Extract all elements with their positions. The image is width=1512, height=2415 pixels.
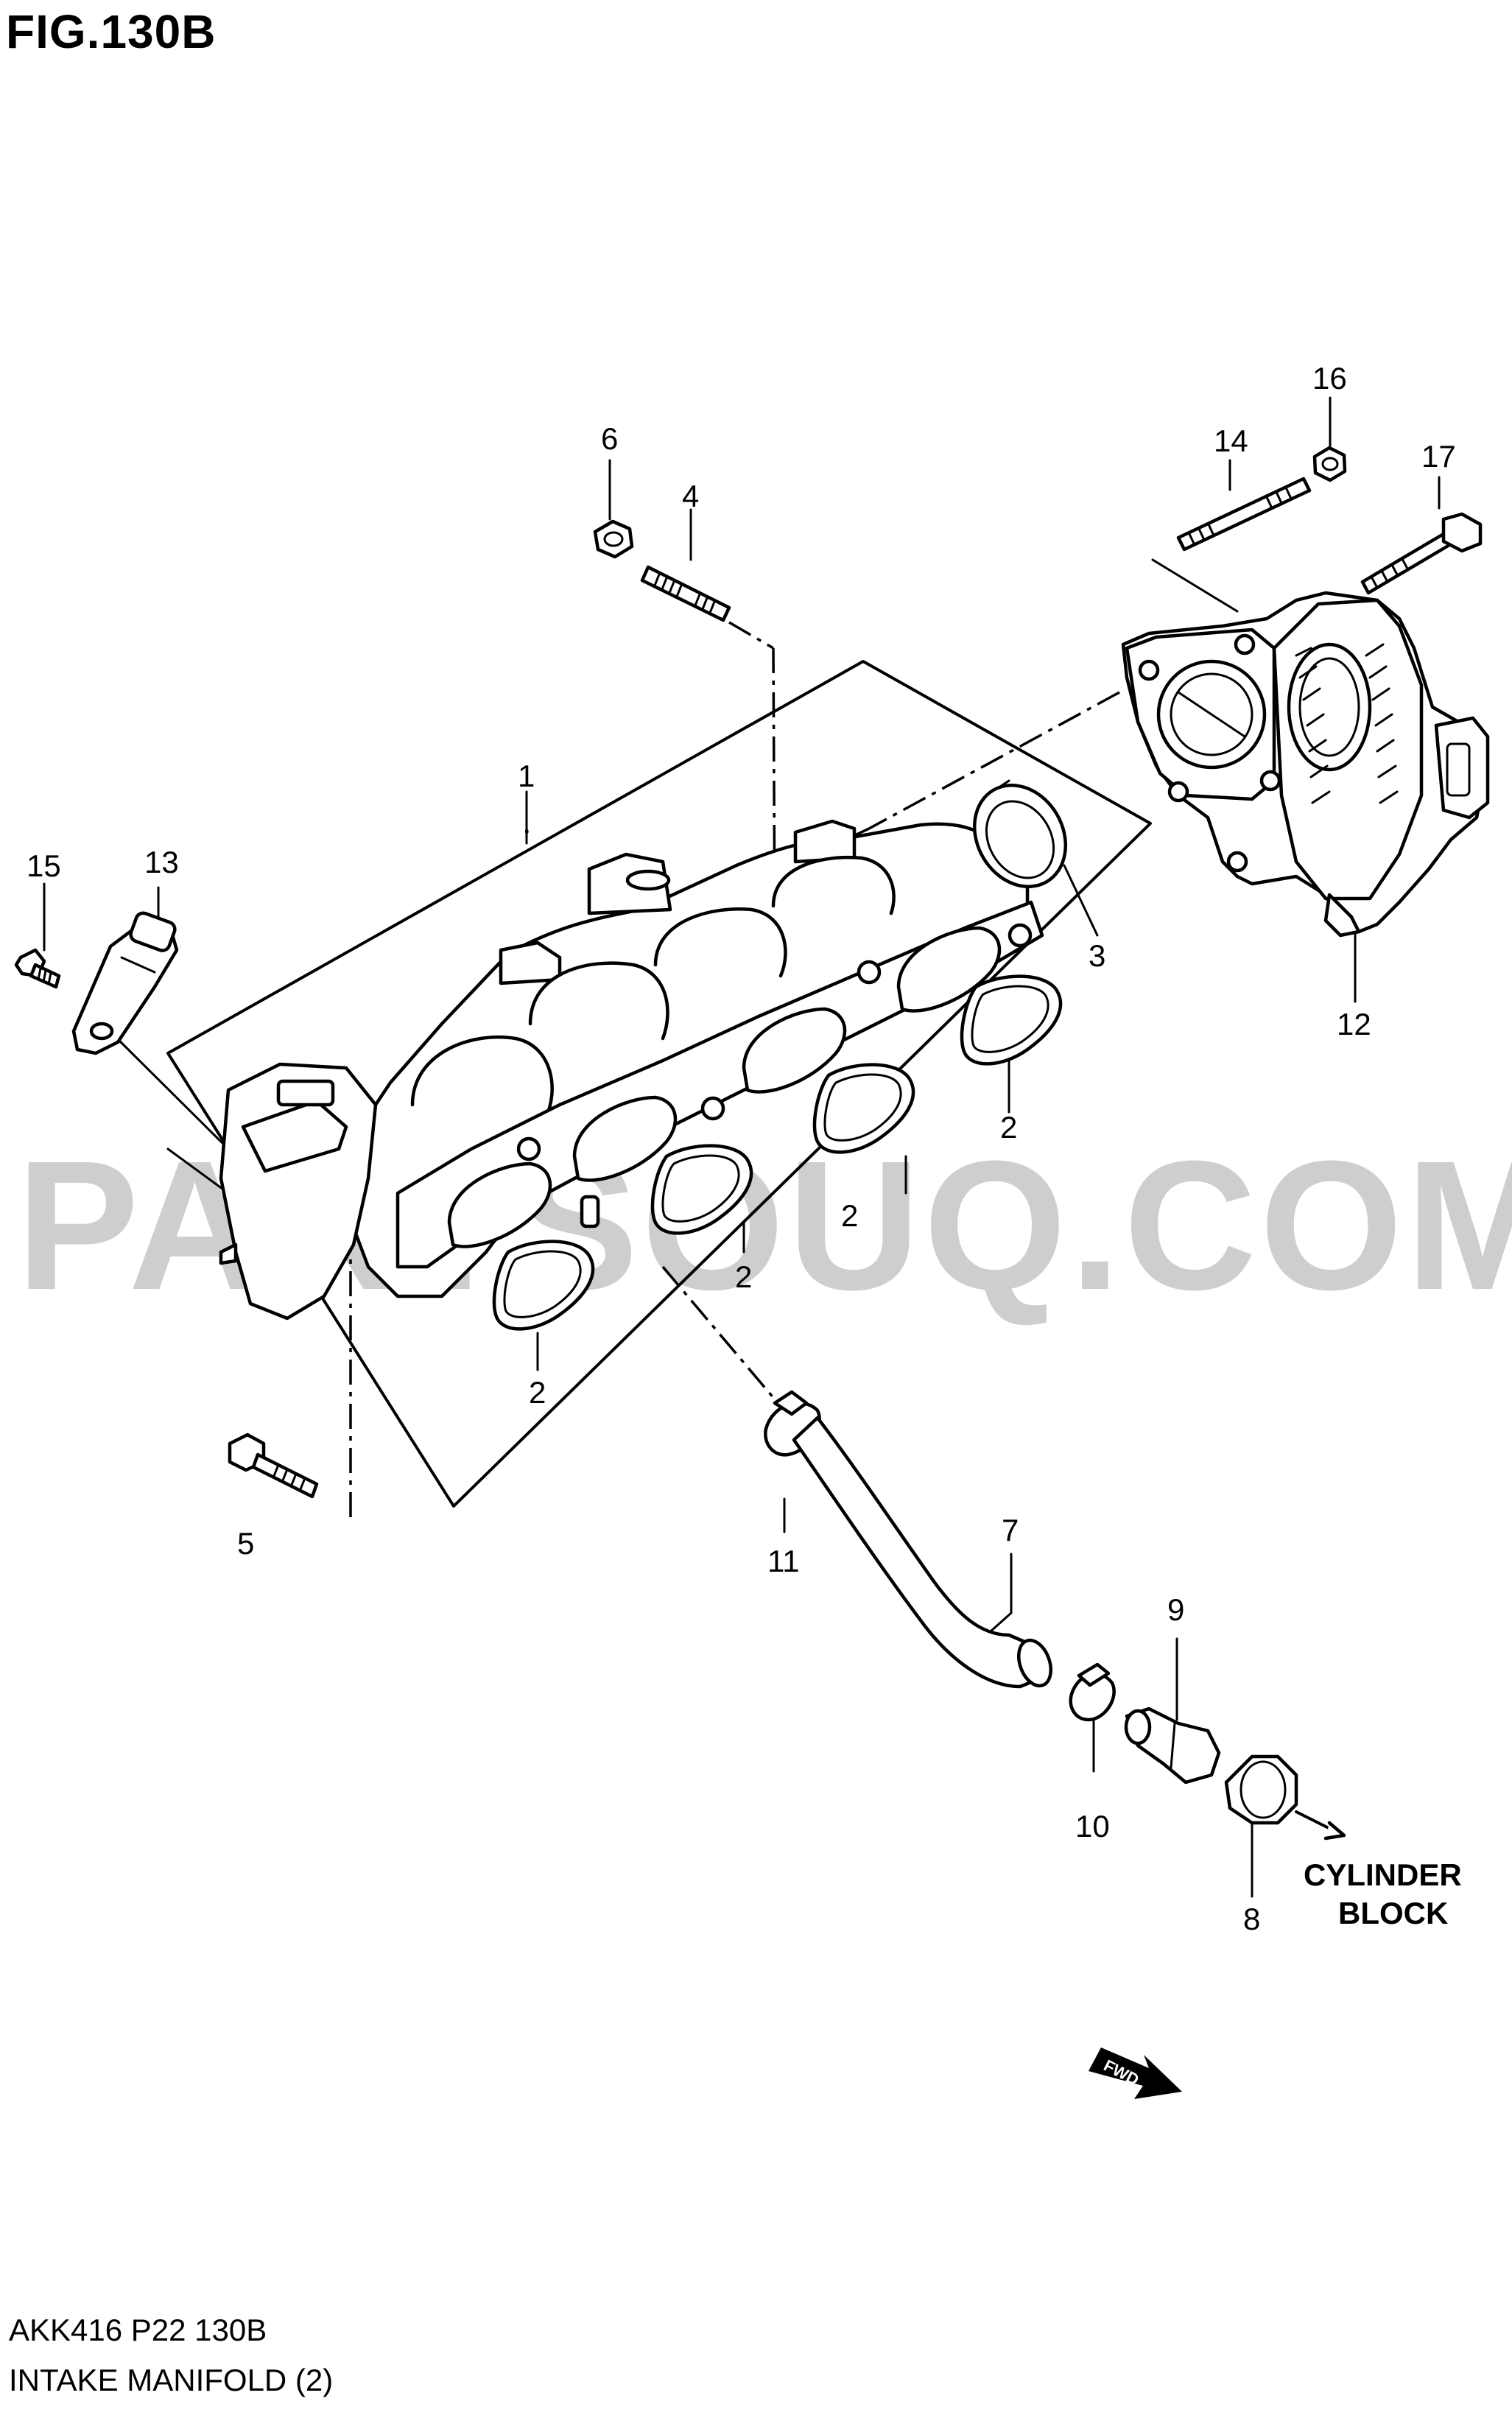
hose-7 — [792, 1416, 1052, 1689]
callout-8: 8 — [1243, 1902, 1260, 1936]
callout-6: 6 — [601, 421, 618, 456]
bolt-17 — [1360, 512, 1483, 595]
bolt-5 — [228, 1433, 319, 1499]
intake-gasket-4 — [492, 1240, 595, 1331]
grommet-8 — [1224, 1754, 1298, 1825]
callout-5: 5 — [237, 1526, 254, 1561]
callout-9: 9 — [1167, 1592, 1184, 1627]
callout-1: 1 — [518, 759, 535, 793]
cylinder-block-label-line2: BLOCK — [1338, 1896, 1448, 1930]
callout-10: 10 — [1075, 1809, 1110, 1843]
nut-16 — [1312, 446, 1347, 482]
callout-2-c: 2 — [735, 1259, 752, 1294]
callout-17: 17 — [1421, 439, 1456, 474]
fwd-arrow-icon: FWD — [1089, 2047, 1182, 2099]
callout-3: 3 — [1089, 938, 1105, 973]
callout-13: 13 — [144, 845, 179, 879]
callout-12: 12 — [1337, 1007, 1371, 1041]
sensor — [71, 911, 179, 1055]
footer-diagram-name: INTAKE MANIFOLD (2) — [9, 2363, 334, 2397]
callout-2-a: 2 — [1000, 1110, 1017, 1145]
union-9 — [1124, 1706, 1221, 1785]
callout-11: 11 — [767, 1544, 800, 1578]
stud-bolt-4 — [640, 565, 731, 622]
cylinder-block-arrow — [1295, 1810, 1346, 1841]
cylinder-block-label-line1: CYLINDER — [1304, 1857, 1462, 1892]
throttle-body-gasket — [972, 779, 1068, 889]
assembly-outline — [166, 660, 1152, 1508]
nut-6 — [593, 519, 634, 559]
callout-2-d: 2 — [529, 1375, 546, 1410]
figure-title: FIG.130B — [6, 5, 217, 58]
intake-gasket-3 — [650, 1144, 753, 1235]
intake-gasket-2 — [812, 1063, 915, 1154]
footer-diagram-code: AKK416 P22 130B — [9, 2313, 267, 2347]
hose-clamp-10 — [1069, 1662, 1116, 1722]
callout-7: 7 — [1002, 1513, 1019, 1547]
callout-4: 4 — [682, 479, 699, 513]
throttle-body — [1121, 591, 1490, 938]
bolt-15 — [14, 948, 61, 989]
callout-2-b: 2 — [841, 1198, 858, 1233]
stud-bolt-14 — [1176, 477, 1312, 552]
callout-16: 16 — [1312, 361, 1347, 396]
intake-gasket-1 — [960, 974, 1063, 1066]
callout-14: 14 — [1214, 423, 1248, 458]
callout-15: 15 — [27, 848, 61, 883]
intake-manifold — [219, 819, 1044, 1321]
